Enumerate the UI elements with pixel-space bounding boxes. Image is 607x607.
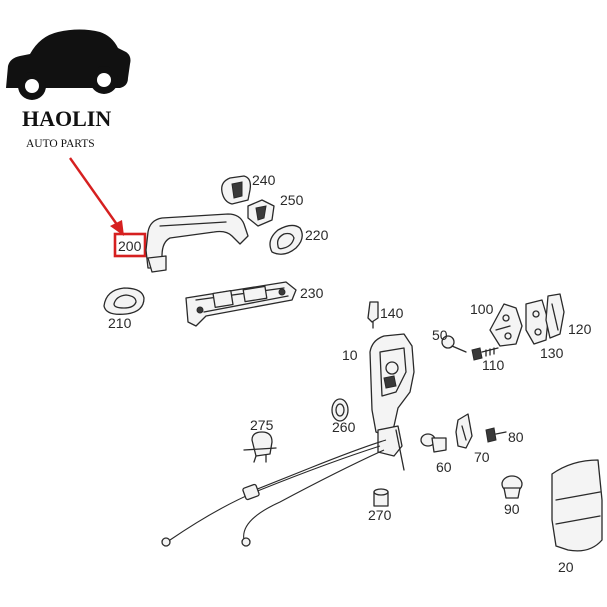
part-60-screw: 60 [420,433,452,475]
callout-240: 240 [252,172,276,188]
callout-120: 120 [568,321,592,337]
part-50-screw: 50 [432,327,467,353]
part-110-bolt: 110 [471,347,505,373]
callout-50: 50 [432,327,448,343]
brand-name: HAOLIN [22,106,111,131]
callout-130: 130 [540,345,564,361]
part-240-cap: 240 [221,172,276,205]
brand-tagline: AUTO PARTS [26,138,95,150]
callout-20: 20 [558,559,574,575]
callout-100: 100 [470,301,494,317]
callout-60: 60 [436,459,452,475]
part-275-clip: 275 [243,417,277,463]
highlight-arrow-head [110,220,124,236]
callout-80: 80 [508,429,524,445]
highlight-callout: 200 [69,157,147,258]
callout-250: 250 [280,192,304,208]
callout-200: 200 [118,238,142,254]
callout-70: 70 [474,449,490,465]
part-130-striker: 130 [525,299,564,361]
highlight-arrow-line [69,157,119,227]
callout-90: 90 [504,501,520,517]
part-10-lock-assembly: 10 [342,333,415,471]
actuator-cables [161,439,387,547]
part-120-striker: 120 [545,293,592,339]
callout-210: 210 [108,315,132,331]
callout-10: 10 [342,347,358,363]
part-260-grommet: 260 [331,398,356,435]
part-90-cap: 90 [501,475,523,517]
callout-140: 140 [380,305,404,321]
part-250-clip: 250 [247,192,304,227]
callout-260: 260 [332,419,356,435]
part-200-door-handle [145,213,249,273]
part-270-plug: 270 [368,488,392,523]
part-80-screw: 80 [485,427,524,445]
part-210-gasket: 210 [103,287,145,331]
callout-275: 275 [250,417,274,433]
part-70-clip: 70 [455,413,490,465]
highlight-box [113,232,147,258]
part-230-carrier: 230 [185,281,324,327]
callout-110: 110 [482,357,505,373]
part-140-bulb: 140 [367,301,404,329]
part-20-pad: 20 [551,459,603,575]
callout-220: 220 [305,227,329,243]
brand-logo: HAOLIN AUTO PARTS [6,29,131,150]
callout-270: 270 [368,507,392,523]
car-silhouette-icon [6,29,131,100]
part-100-bracket: 100 [470,301,523,347]
callout-230: 230 [300,285,324,301]
part-220-gasket: 220 [269,224,329,255]
